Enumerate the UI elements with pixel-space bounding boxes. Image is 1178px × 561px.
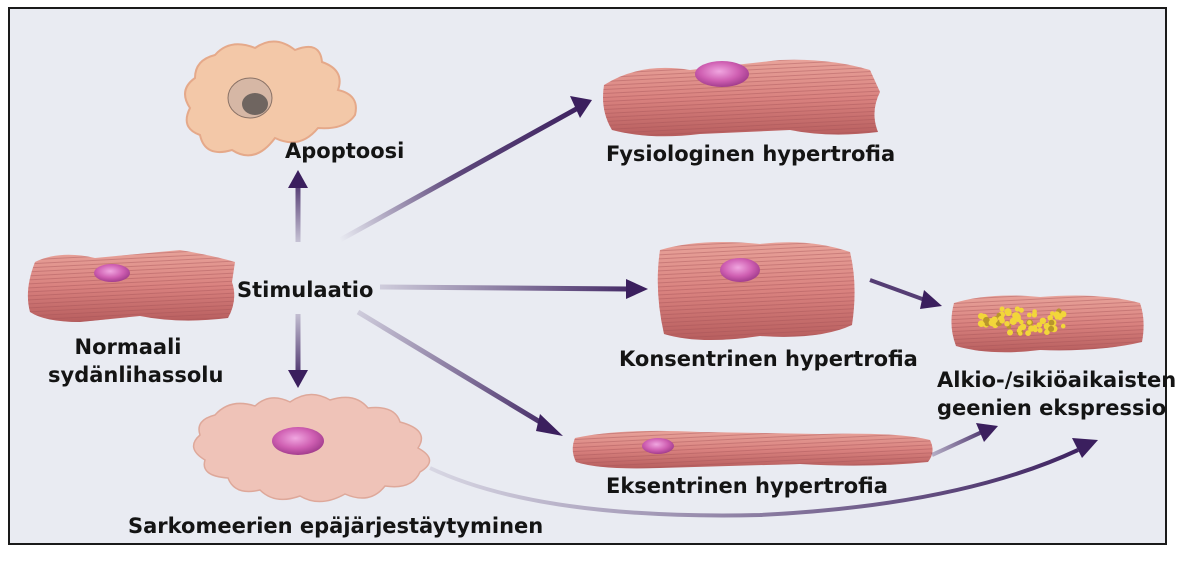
granule (1027, 320, 1032, 325)
nucleus (720, 258, 760, 282)
label-fetal-gene-expression: Alkio-/sikiöaikaisten geenien ekspressio (937, 366, 1176, 422)
granule (1027, 313, 1032, 318)
granule (978, 313, 984, 319)
granule (1032, 309, 1037, 314)
label-apoptosis: Apoptoosi (285, 137, 404, 165)
granule (1061, 324, 1066, 329)
granule (1007, 330, 1013, 336)
label-fetal-line2: geenien ekspressio (937, 394, 1176, 422)
nucleus (242, 93, 268, 115)
granule (1049, 320, 1055, 326)
arrow-to-concentric (380, 287, 628, 289)
label-normal-line1: Normaali (48, 333, 208, 361)
granule (1019, 320, 1024, 325)
label-stimulation: Stimulaatio (237, 276, 373, 304)
label-eccentric-hypertrophy: Eksentrinen hypertrofia (606, 472, 888, 500)
granule (999, 316, 1004, 321)
label-sarcomere-disarray: Sarkomeerien epäjärjestäytyminen (128, 512, 543, 540)
sarcomere-disarray-cell (194, 394, 430, 501)
granule (1017, 328, 1022, 333)
granule (1040, 318, 1046, 324)
arrow-to-physiological (340, 108, 578, 240)
label-concentric-hypertrophy: Konsentrinen hypertrofia (619, 345, 918, 373)
granule (1057, 315, 1062, 320)
nucleus (642, 438, 674, 454)
granule (1004, 321, 1009, 326)
label-physiological-hypertrophy: Fysiologinen hypertrofia (606, 140, 895, 168)
concentric-hypertrophy-cell (658, 242, 855, 340)
granule (1038, 328, 1043, 333)
label-fetal-line1: Alkio-/sikiöaikaisten (937, 366, 1176, 394)
label-normal-cardiomyocyte: Normaali sydänlihassolu (48, 333, 208, 389)
arrow-eccentric-to-fetal (932, 432, 982, 455)
arrow-concentric-to-fetal (870, 280, 925, 300)
normal-cell (28, 250, 235, 322)
eccentric-hypertrophy-cell (573, 431, 933, 469)
granule (1005, 310, 1012, 317)
granule (989, 319, 996, 326)
granule (1019, 308, 1024, 313)
label-normal-line2: sydänlihassolu (48, 361, 208, 389)
granule (1048, 326, 1054, 332)
granule (1010, 318, 1017, 325)
nucleus (272, 427, 324, 455)
nucleus (695, 61, 749, 87)
granule (1047, 315, 1053, 321)
granule (1033, 327, 1038, 332)
granule (1012, 312, 1018, 318)
fetal-gene-cell (951, 295, 1143, 352)
granule (1000, 307, 1005, 312)
nucleus (94, 264, 130, 282)
physiological-hypertrophy-cell (603, 60, 880, 137)
